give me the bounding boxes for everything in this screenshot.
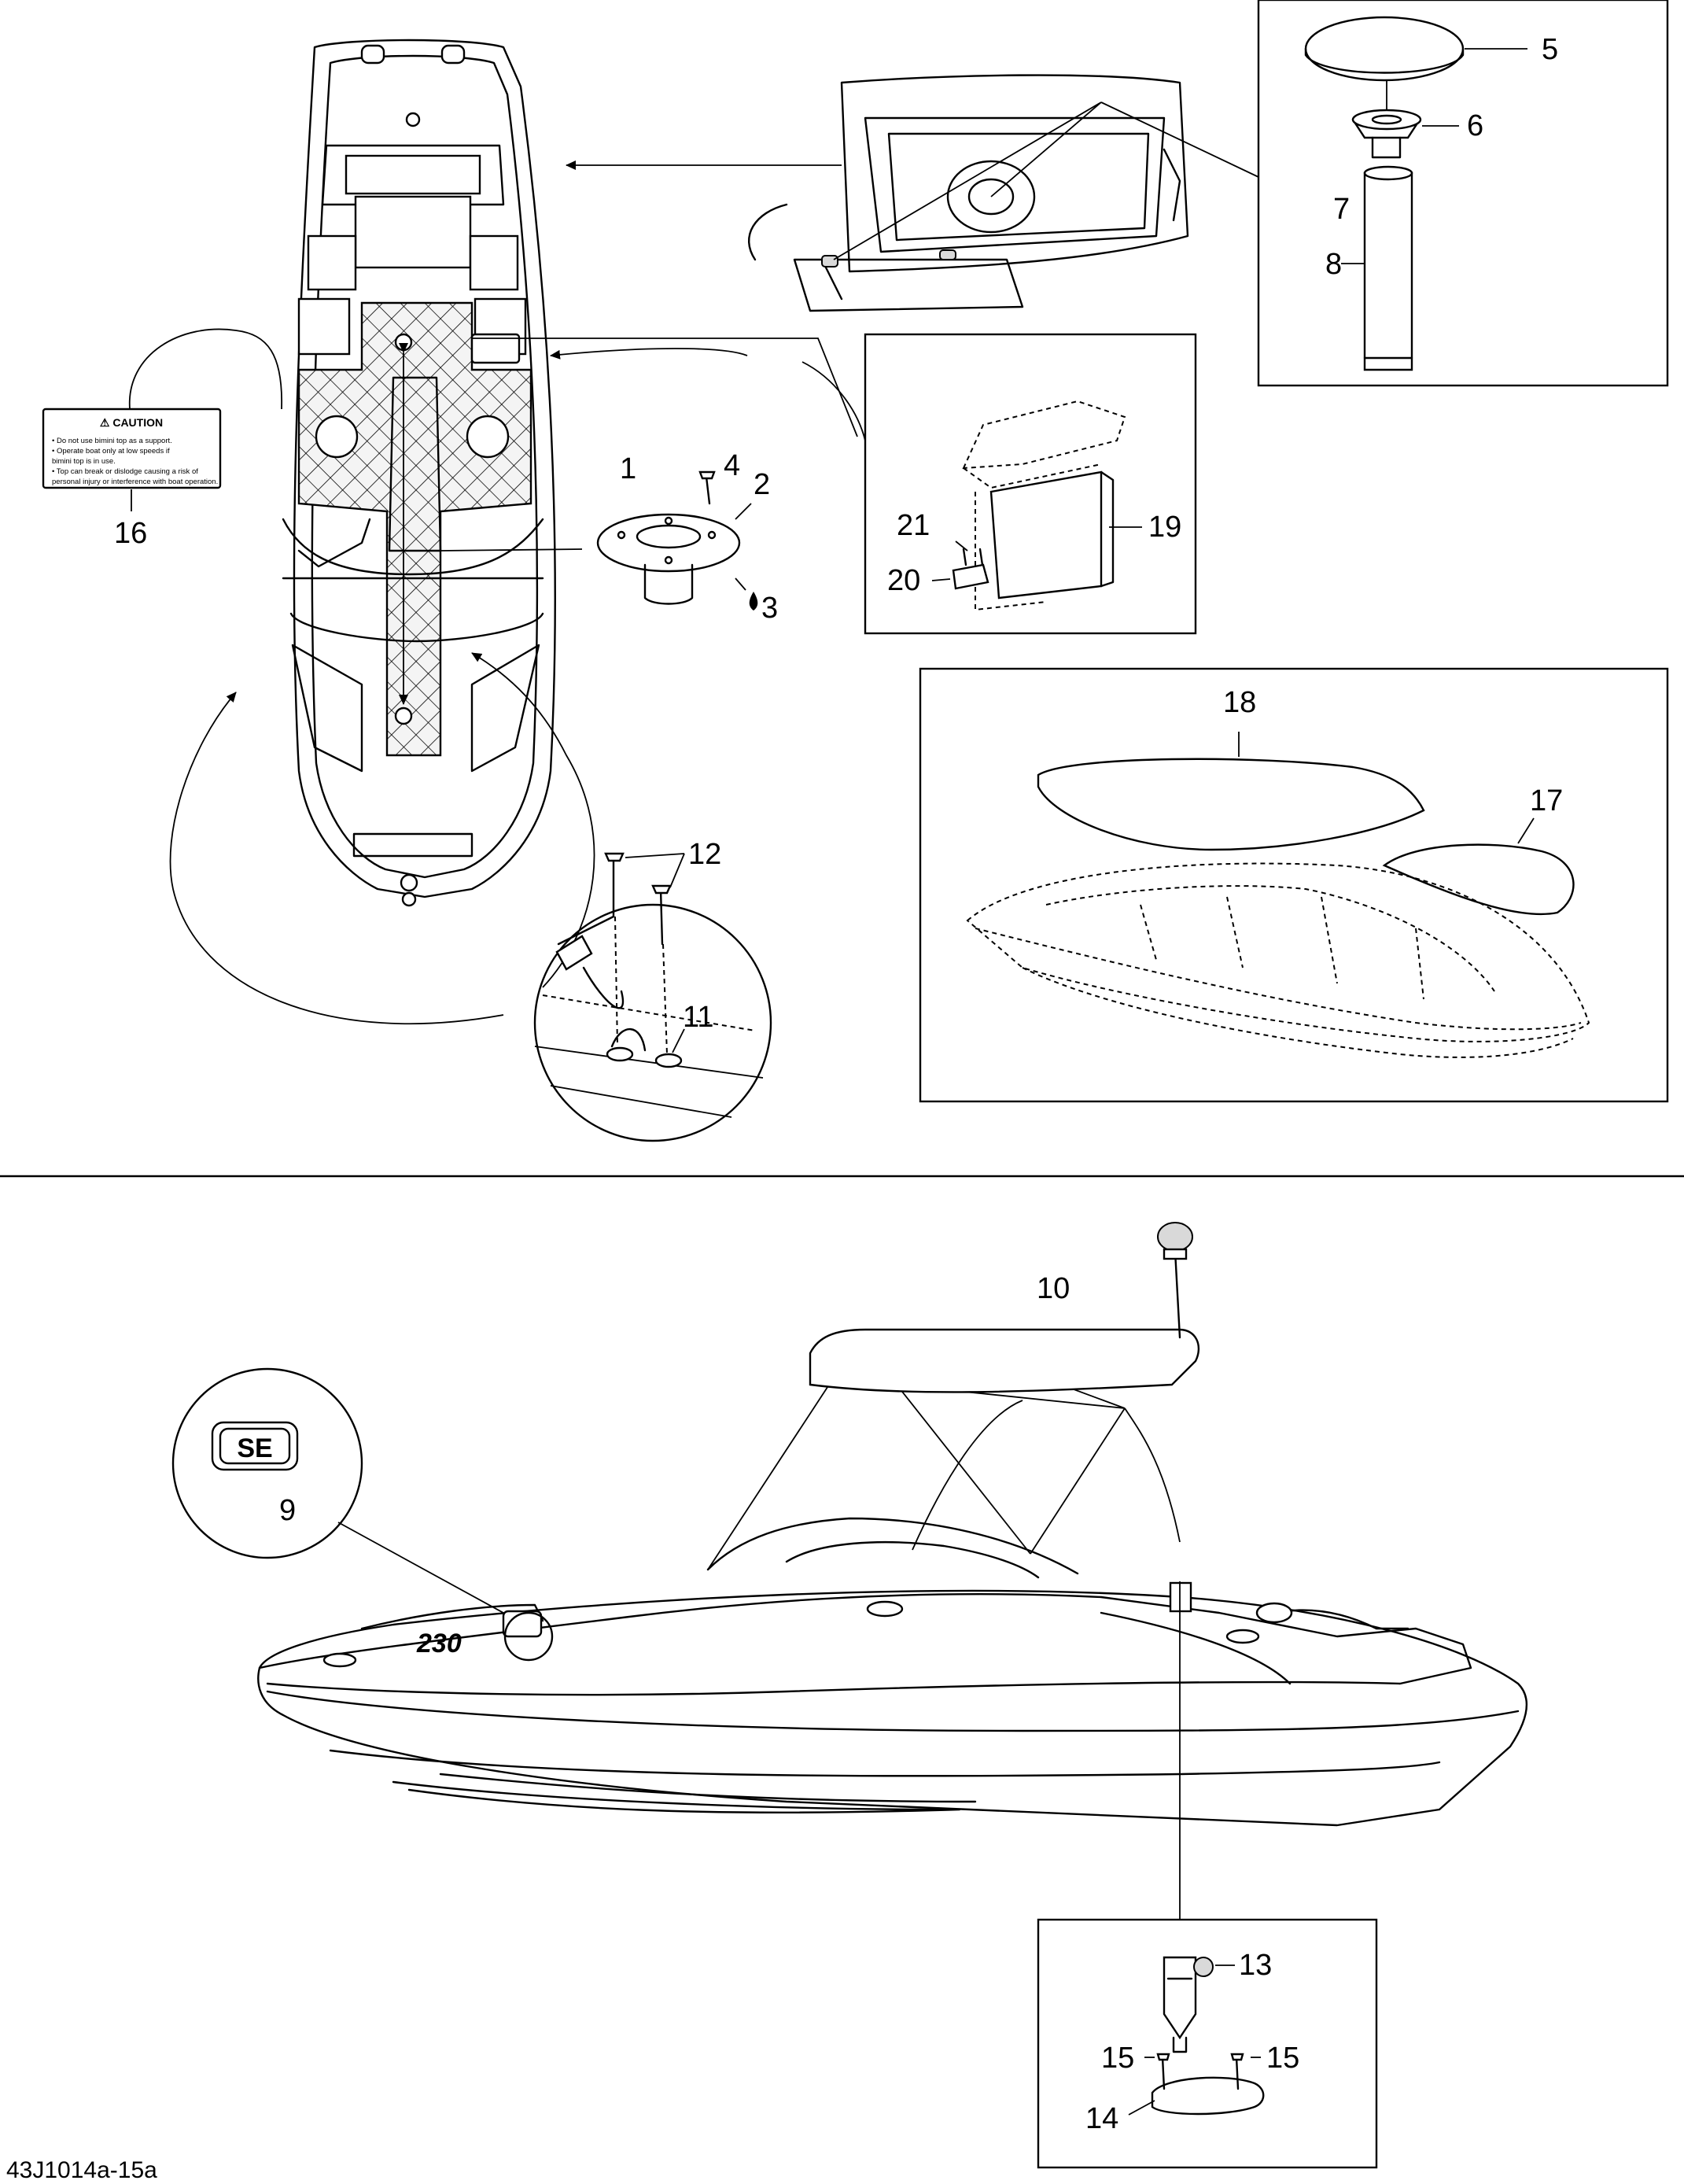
callout-labels: 1 2 3 4 5 6 7 8 9 10 11 12 13 14 15 15 1… xyxy=(114,33,1563,2135)
callout-8: 8 xyxy=(1325,248,1342,281)
callout-16: 16 xyxy=(114,517,147,550)
boat-side-view: 230 xyxy=(257,1222,1528,1827)
tie-down-detail xyxy=(533,852,772,1142)
drawing-code: 43J1014a-15a xyxy=(6,2157,157,2183)
callout-11: 11 xyxy=(683,1001,713,1034)
storage-bin-box xyxy=(864,333,1197,635)
callout-21: 21 xyxy=(897,509,930,542)
callout-15b: 15 xyxy=(1266,2042,1299,2075)
callout-7: 7 xyxy=(1333,193,1350,226)
callout-17: 17 xyxy=(1530,784,1563,817)
callout-5: 5 xyxy=(1542,33,1558,66)
caution-label: ⚠ CAUTION • Do not use bimini top as a s… xyxy=(42,408,222,511)
hull-model-graphic: 230 xyxy=(416,1629,462,1658)
callout-2: 2 xyxy=(754,468,770,501)
badge-text: SE xyxy=(237,1433,272,1463)
caution-line-5: personal injury or interference with boa… xyxy=(52,478,218,486)
caution-line-1: • Do not use bimini top as a support. xyxy=(52,437,172,445)
front-storage-detail xyxy=(747,74,1259,312)
callout-13: 13 xyxy=(1239,1949,1272,1982)
badge-detail: SE xyxy=(171,1367,504,1614)
table-base-part xyxy=(596,470,758,611)
callout-4: 4 xyxy=(724,449,740,482)
caution-line-4: • Top can break or dislodge causing a ri… xyxy=(52,467,198,476)
caution-line-3: bimini top is in use. xyxy=(52,457,116,466)
callout-3: 3 xyxy=(761,592,778,625)
callout-12: 12 xyxy=(688,838,721,871)
callout-18: 18 xyxy=(1223,686,1256,719)
callout-15a: 15 xyxy=(1101,2042,1134,2075)
callout-14: 14 xyxy=(1085,2102,1118,2135)
callout-10: 10 xyxy=(1037,1272,1070,1305)
callout-1: 1 xyxy=(620,452,636,485)
caution-title: ⚠ CAUTION xyxy=(100,416,163,429)
table-parts-box xyxy=(1257,0,1669,387)
callout-19: 19 xyxy=(1148,511,1181,544)
callout-9: 9 xyxy=(279,1494,296,1527)
callout-20: 20 xyxy=(887,564,920,597)
boat-top-view xyxy=(282,39,556,907)
covers-box xyxy=(919,667,1669,1103)
callout-6: 6 xyxy=(1467,109,1483,142)
caution-line-2: • Operate boat only at low speeds if xyxy=(52,447,170,456)
light-base-box xyxy=(1037,1581,1378,2169)
